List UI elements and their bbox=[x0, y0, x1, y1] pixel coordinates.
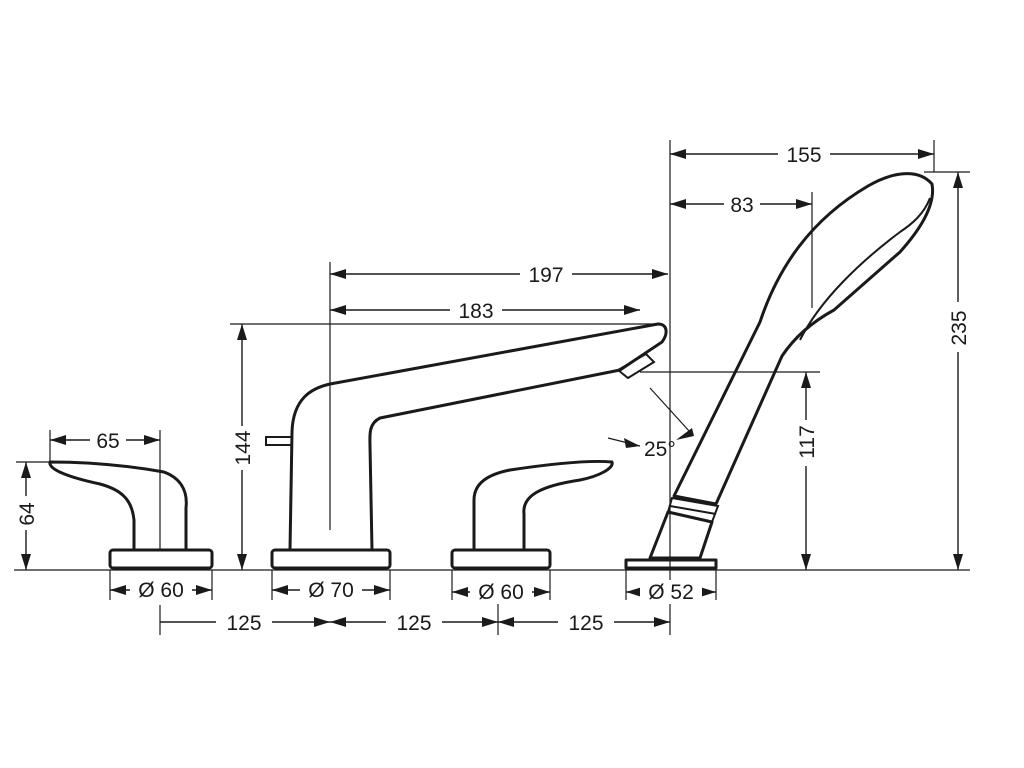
dim-shower-offset: 83 bbox=[730, 194, 753, 217]
dimension-labels: 197 183 144 64 65 155 83 235 117 25° Ø 6… bbox=[16, 142, 971, 635]
dim-spacing-3: 125 bbox=[568, 612, 603, 635]
extension-lines bbox=[16, 140, 970, 635]
spout bbox=[265, 322, 668, 570]
dim-dia-left-handle: Ø 60 bbox=[138, 579, 184, 602]
dim-shower-angle: 25° bbox=[644, 438, 676, 461]
dim-shower-holder-height: 117 bbox=[796, 425, 819, 458]
dim-spout-reach-outer: 197 bbox=[528, 264, 563, 287]
dim-handle-height: 64 bbox=[16, 502, 39, 526]
dim-spout-height: 144 bbox=[232, 430, 255, 465]
dim-spacing-1: 125 bbox=[226, 612, 261, 635]
dim-dia-shower: Ø 52 bbox=[648, 581, 694, 604]
dim-shower-width: 155 bbox=[786, 144, 821, 167]
dim-shower-height: 235 bbox=[948, 310, 971, 345]
dim-spout-reach-inner: 183 bbox=[458, 300, 493, 323]
hand-shower bbox=[624, 172, 935, 570]
dim-handle-width: 65 bbox=[96, 430, 119, 453]
dim-dia-right-handle: Ø 60 bbox=[478, 581, 524, 604]
right-handle bbox=[450, 459, 614, 570]
dim-dia-spout: Ø 70 bbox=[308, 579, 354, 602]
left-handle bbox=[48, 460, 214, 570]
dim-spacing-2: 125 bbox=[396, 612, 431, 635]
